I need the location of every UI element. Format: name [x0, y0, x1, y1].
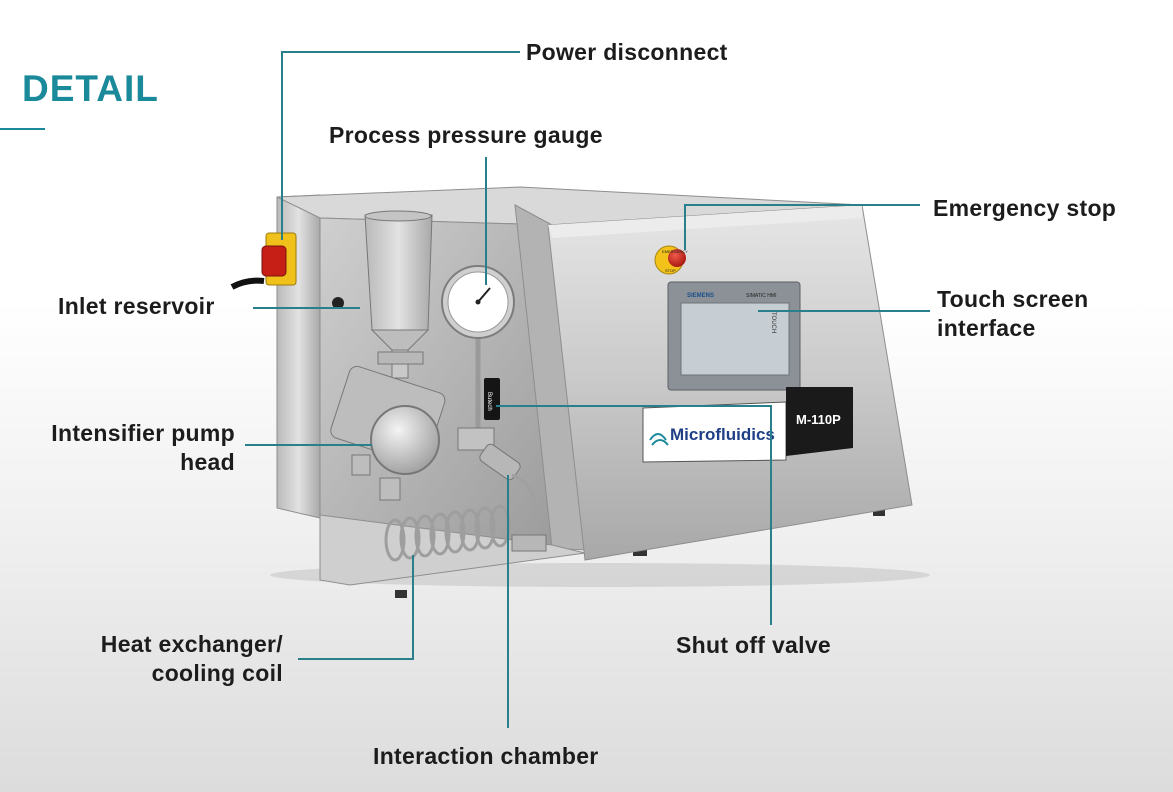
pressure-gauge-needle	[477, 287, 491, 303]
leader-power-disconnect	[281, 51, 520, 240]
machine-foot	[873, 508, 885, 516]
inlet-reservoir	[364, 214, 433, 331]
screen-model-text: SIMATIC HMI	[746, 293, 776, 299]
label-power-disconnect: Power disconnect	[526, 39, 728, 65]
label-touch-screen-interface: Touch screen interface	[937, 285, 1088, 343]
outlet-tube	[511, 473, 538, 536]
model-text: M-110P	[796, 412, 841, 427]
cooling-coil	[384, 504, 511, 562]
label-shut-off-valve: Shut off valve	[676, 632, 832, 658]
pump-mount	[351, 454, 371, 476]
title-underline	[0, 128, 45, 130]
emergency-stop-button[interactable]	[668, 249, 686, 267]
section-title: DETAIL	[22, 68, 159, 109]
label-interaction-chamber: Interaction chamber	[373, 743, 599, 769]
side-port	[332, 297, 344, 309]
label-process-pressure-gauge: Process pressure gauge	[329, 122, 603, 148]
estop-label-top: EMERGENCY	[662, 249, 688, 254]
label-inlet-reservoir: Inlet reservoir	[58, 293, 215, 319]
label-intensifier-line1: Intensifier pump	[51, 420, 235, 446]
leader-heat-exchanger	[298, 555, 414, 660]
machine-foot	[395, 590, 407, 598]
leader-shut-off-valve	[496, 405, 772, 625]
label-heat-exchanger-line1: Heat exchanger/	[100, 631, 283, 657]
leader-emergency-stop	[684, 204, 920, 250]
intensifier-pump-head	[370, 405, 440, 475]
machine-foot	[633, 548, 647, 556]
label-emergency-stop: Emergency stop	[933, 195, 1117, 221]
reservoir-valve-block	[377, 351, 424, 365]
model-nameplate	[786, 387, 853, 456]
shut-off-valve-handle[interactable]	[484, 378, 500, 420]
brand-nameplate	[642, 401, 787, 463]
label-touch-screen-line2: interface	[937, 315, 1036, 341]
reservoir-rim	[364, 210, 432, 222]
valve-brand-text: Butech	[486, 392, 492, 411]
power-cable	[230, 277, 265, 290]
pump-mount	[379, 477, 401, 501]
power-disconnect-knob[interactable]	[261, 245, 287, 277]
brand-text: Microfluidics	[670, 425, 775, 444]
touch-screen-display[interactable]	[680, 302, 790, 376]
brand-logo-icon	[649, 433, 669, 446]
label-heat-exchanger-line2: cooling coil	[151, 660, 283, 686]
estop-label-bottom: STOP	[665, 268, 676, 273]
coil-bracket	[511, 534, 547, 552]
screen-brand-text: SIEMENS	[687, 293, 714, 299]
gauge-needle-pivot	[475, 299, 481, 305]
label-intensifier-pump-head: Intensifier pump head	[51, 419, 235, 477]
label-intensifier-line2: head	[180, 449, 235, 475]
interaction-chamber	[479, 443, 521, 481]
housing-top-edge	[548, 205, 862, 238]
label-touch-screen-line1: Touch screen	[937, 286, 1089, 312]
screen-touch-text: TOUCH	[770, 312, 776, 333]
label-heat-exchanger: Heat exchanger/ cooling coil	[101, 630, 283, 688]
valve-body	[457, 427, 495, 451]
